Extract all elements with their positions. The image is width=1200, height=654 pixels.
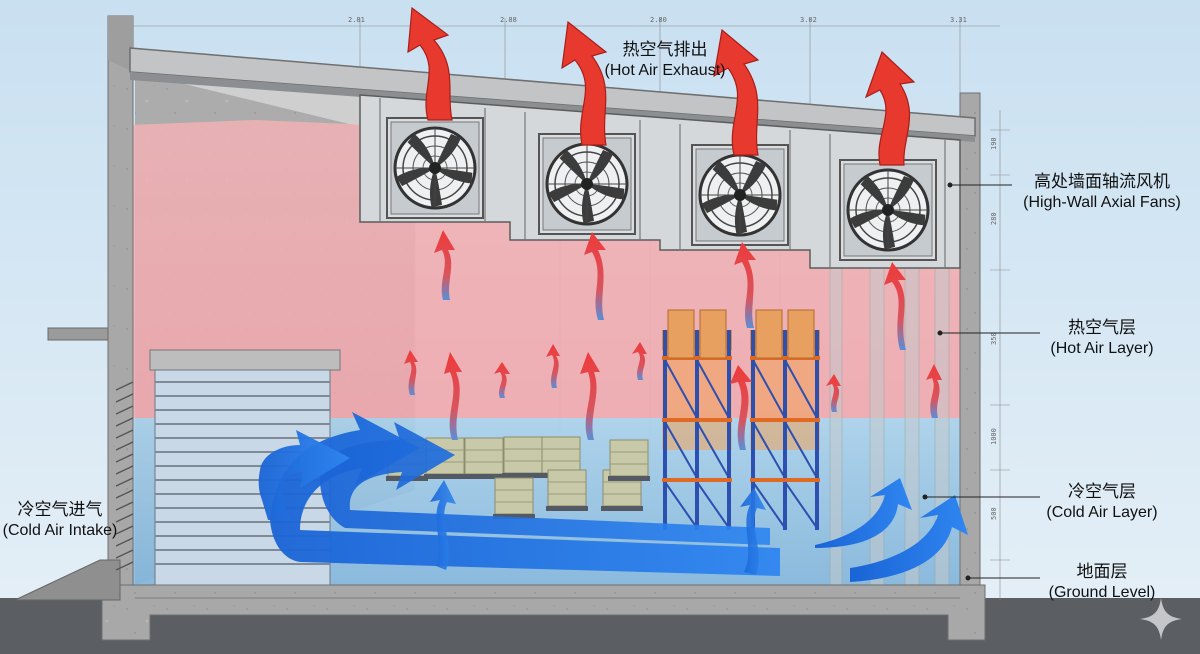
dim-right-2: 280	[990, 212, 998, 225]
fan-frame	[359, 94, 961, 269]
dim-right-3: 350	[990, 332, 998, 345]
dim-top-4: 3.02	[800, 16, 817, 24]
fan-icon	[690, 143, 790, 247]
dim-top-5: 3.31	[950, 16, 967, 24]
label-hot-air-layer: 热空气层 (Hot Air Layer)	[1050, 318, 1154, 357]
hot-air-arrow-icon	[407, 6, 916, 166]
right-wall	[959, 92, 981, 613]
cold-air-arrow-icon	[258, 412, 968, 582]
fan-icon	[838, 158, 938, 262]
sparkle-icon	[1140, 598, 1182, 640]
floor-slab	[101, 584, 986, 641]
label-ground-level: 地面层 (Ground Level)	[1048, 562, 1156, 601]
dim-top-3: 2.80	[650, 16, 667, 24]
fan-icon	[537, 132, 637, 236]
dim-right-4: 1000	[990, 428, 998, 445]
label-cold-air-intake: 冷空气进气 (Cold Air Intake)	[2, 500, 118, 539]
dim-right-5: 500	[990, 507, 998, 520]
dim-right-1: 190	[990, 137, 998, 150]
hot-air-arrow-icon	[404, 230, 942, 450]
label-high-wall-axial-fans: 高处墙面轴流风机 (High-Wall Axial Fans)	[1023, 172, 1181, 211]
dim-top-1: 2.81	[348, 16, 365, 24]
label-cold-air-layer: 冷空气层 (Cold Air Layer)	[1046, 482, 1158, 521]
dim-top-2: 2.88	[500, 16, 517, 24]
fan-icon	[385, 116, 485, 220]
label-hot-air-exhaust: 热空气排出 (Hot Air Exhaust)	[604, 40, 726, 79]
